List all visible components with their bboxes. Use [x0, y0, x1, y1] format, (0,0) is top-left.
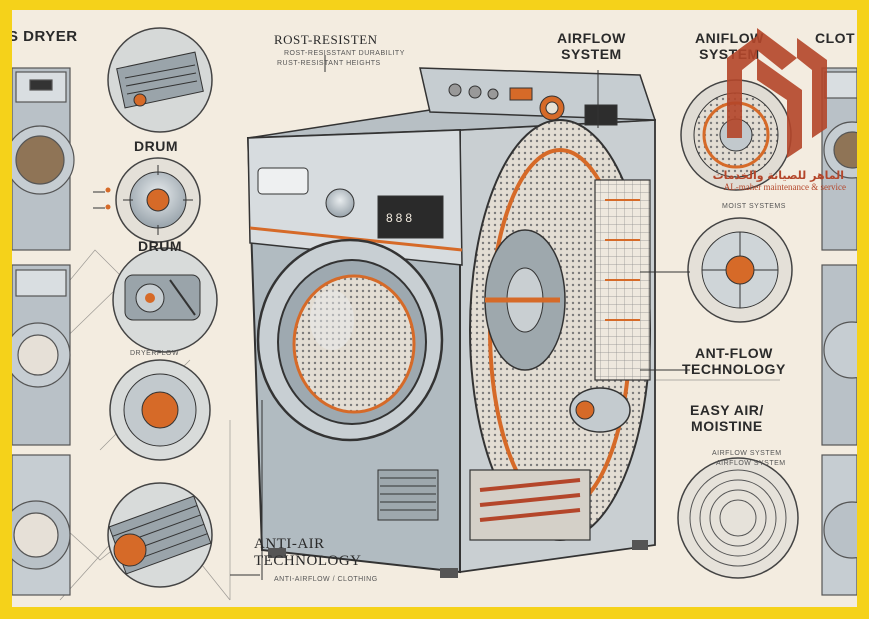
label-small-left: DRYERFLOW [130, 350, 180, 357]
label-easy-line2: MOISTINE [691, 418, 763, 434]
detail-circle-motor [112, 247, 218, 353]
label-easy-line1: EASY AIR/ [690, 402, 764, 418]
label-antiair-small: ANTI-AIRFLOW / CLOTHING [274, 576, 378, 583]
right-edge-appliances [821, 67, 857, 596]
main-dryer: 888 [246, 67, 657, 578]
label-rost-sub2: RUST-RESISTANT HEIGHTS [277, 60, 381, 67]
label-rost-resisten: ROST-RESISTEN [274, 32, 378, 47]
detail-circle-right-coil [677, 457, 799, 579]
detail-circle-filter [109, 359, 211, 461]
detail-circle-right-fan [687, 217, 793, 323]
left-edge-appliances [12, 67, 75, 596]
label-right-small-3: AIRFLOW SYSTEM [716, 460, 786, 467]
label-top-left: S DRYER [12, 28, 78, 45]
label-airflow-system: AIRFLOW SYSTEM [557, 30, 626, 62]
label-antiflow-line1: ANT-FLOW [694, 345, 773, 361]
front-display [377, 195, 444, 239]
label-drum-1: DRUM [134, 138, 178, 154]
illustration-canvas: 888 S DRYER ROST-RESISTEN ROST-RESISSTAN… [12, 10, 857, 607]
detail-circle-vent [107, 27, 213, 133]
door-inner-drum [292, 274, 416, 414]
detergent-drawer [257, 167, 309, 195]
label-right-small-2: AIRFLOW SYSTEM [712, 450, 782, 457]
brand-logo: الماهر للصيانة والخدمات AL-maher mainten… [712, 18, 852, 208]
brand-logo-mark [727, 28, 827, 158]
label-antiair-line2: TECHNOLOGY [254, 553, 362, 569]
label-antiflow-technology: ANT-FLOW TECHNOLOGY [682, 345, 786, 377]
label-antiflow-line2: TECHNOLOGY [682, 361, 786, 377]
brand-logo-english: AL-maher maintenance & service [723, 182, 846, 192]
label-antiair-line1: ANTI-AIR [254, 536, 325, 552]
label-antiair-technology: ANTI-AIR TECHNOLOGY [254, 536, 362, 570]
leader-lines [93, 55, 690, 580]
motor [569, 387, 631, 433]
label-airflow-line2: SYSTEM [561, 46, 622, 62]
detail-circle-heater [107, 482, 213, 588]
label-clot: CLOT [815, 30, 856, 46]
label-right-small-1: MOIST SYSTEMS [722, 203, 786, 210]
dryer-illustration: 888 [12, 27, 857, 601]
label-aniflow-line1: ANIFLOW [695, 30, 764, 46]
label-drum-2: DRUM [138, 238, 182, 254]
label-airflow-line1: AIRFLOW [557, 30, 626, 46]
brand-logo-arabic: الماهر للصيانة والخدمات [712, 169, 844, 182]
label-rost-sub1: ROST-RESISSTANT DURABILITY [284, 50, 405, 57]
display-digits: 888 [386, 211, 415, 225]
program-knob [325, 188, 355, 218]
label-easy-air: EASY AIR/ MOISTINE [690, 402, 764, 434]
detail-circle-knob [105, 157, 201, 243]
